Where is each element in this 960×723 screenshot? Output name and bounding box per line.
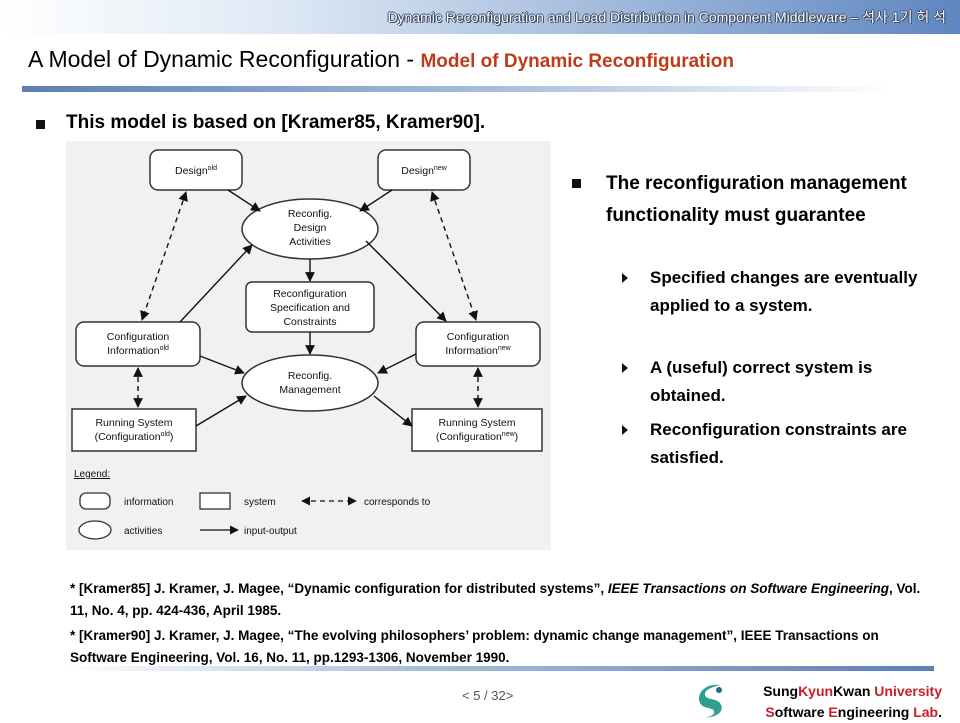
reconfiguration-diagram: Designold Designnew Reconfig. Design Act… [66, 141, 551, 550]
slide-title: A Model of Dynamic Reconfiguration - Mod… [28, 46, 734, 73]
sub-bullet-3: Reconfiguration constraints are satisfie… [622, 416, 950, 472]
sub-bullet-2-text: A (useful) correct system is obtained. [650, 358, 873, 405]
arrow-design-new-to-activities [359, 189, 393, 212]
sub-bullet-3-text: Reconfiguration constraints are satisfie… [650, 420, 907, 467]
design-new-label: Design [401, 165, 434, 177]
running-old-line-2: (Configuration [95, 431, 161, 443]
lab-name: Software Engineering Lab. [765, 704, 942, 720]
ref2-text: * [Kramer90] J. Kramer, J. Magee, “The e… [70, 628, 879, 665]
arrow-design-old-to-activities [227, 189, 261, 212]
page-number: < 5 / 32> [462, 688, 514, 703]
design-activities-line-3: Activities [289, 236, 330, 248]
design-old-sup: old [208, 165, 217, 172]
square-bullet-icon [572, 179, 581, 188]
university-name: SungKyunKwan University [763, 683, 942, 699]
config-new-sup: new [498, 345, 512, 352]
title-separator: - [400, 46, 421, 72]
university-block: SungKyunKwan University Software Enginee… [763, 681, 942, 723]
config-new-node: Configuration Informationnew [415, 321, 541, 367]
svg-text:Designnew: Designnew [401, 165, 447, 177]
running-old-close: ) [170, 431, 174, 443]
sub-bullet-1-text: Specified changes are eventually applied… [650, 268, 918, 315]
legend-information: information [124, 497, 173, 508]
triangle-bullet-icon [622, 273, 628, 283]
legend-system: system [244, 497, 276, 508]
bullet-main: This model is based on [Kramer85, Kramer… [36, 112, 485, 134]
arrow-config-new-to-management [377, 353, 417, 374]
title-subtitle: Model of Dynamic Reconfiguration [420, 51, 735, 72]
dashed-design-old-config-old [140, 191, 188, 321]
arrow-running-old-to-management [195, 395, 247, 427]
running-new-close: ) [515, 431, 519, 443]
bullet-main-text: This model is based on [Kramer85, Kramer… [66, 112, 486, 133]
management-line-2: Management [279, 384, 340, 396]
triangle-bullet-icon [622, 363, 628, 373]
config-old-sup: old [160, 345, 169, 352]
arrow-management-to-running-new [373, 395, 413, 427]
header-bar: Dynamic Reconfiguration and Load Distrib… [0, 0, 960, 34]
bullet-right-text: The reconfiguration management functiona… [606, 173, 907, 226]
svg-text:Designold: Designold [175, 165, 217, 177]
arrow-config-old-to-management [199, 355, 245, 375]
legend-corresponds: corresponds to [364, 497, 431, 508]
bullet-right: The reconfiguration management functiona… [572, 168, 936, 232]
legend-title: Legend: [74, 469, 110, 480]
reference-kramer90: * [Kramer90] J. Kramer, J. Magee, “The e… [70, 625, 930, 669]
design-old-label: Design [175, 165, 208, 177]
running-author: – 석사 1기 허 석 [850, 9, 946, 25]
config-old-node: Configuration Informationold [75, 321, 201, 367]
design-activities-line-1: Reconfig. [288, 208, 332, 220]
running-title: Dynamic Reconfiguration and Load Distrib… [387, 9, 847, 25]
running-new-node: Running System (Configurationnew) [411, 408, 543, 452]
design-activities-node: Reconfig. Design Activities [241, 198, 379, 260]
running-new-sup: new [502, 431, 516, 438]
svg-text:Informationnew: Informationnew [445, 345, 511, 357]
title-main: A Model of Dynamic Reconfiguration [28, 46, 401, 72]
sub-bullet-2: A (useful) correct system is obtained. [622, 354, 950, 410]
design-old-node: Designold [149, 149, 243, 191]
ref1-venue: IEEE Transactions on Software Engineerin… [607, 581, 889, 596]
config-new-line-2: Information [445, 345, 498, 357]
design-new-node: Designnew [377, 149, 471, 191]
spec-constraints-line-2: Specification and [270, 302, 350, 314]
running-header: Dynamic Reconfiguration and Load Distrib… [387, 7, 946, 27]
legend-io: input-output [244, 526, 297, 537]
config-new-line-1: Configuration [447, 331, 510, 343]
running-new-line-1: Running System [438, 417, 515, 429]
management-line-1: Reconfig. [288, 370, 332, 382]
management-node: Reconfig. Management [241, 354, 379, 412]
diagram-legend: Legend: information system corresponds t… [74, 469, 431, 540]
dashed-design-new-config-new [430, 191, 478, 321]
running-old-node: Running System (Configurationold) [71, 408, 197, 452]
arrow-config-old-to-activities [179, 244, 253, 323]
legend-activities: activities [124, 526, 162, 537]
design-new-sup: new [434, 165, 448, 172]
triangle-bullet-icon [622, 425, 628, 435]
spec-constraints-node: Reconfiguration Specification and Constr… [245, 281, 375, 333]
svg-text:(Configurationnew): (Configurationnew) [436, 431, 518, 443]
university-logo-icon [698, 684, 722, 718]
sub-bullet-1: Specified changes are eventually applied… [622, 264, 950, 320]
config-old-line-1: Configuration [107, 331, 170, 343]
svg-text:Informationold: Informationold [107, 345, 169, 357]
running-old-sup: old [161, 431, 170, 438]
running-old-line-1: Running System [95, 417, 172, 429]
spec-constraints-line-1: Reconfiguration [273, 288, 347, 300]
running-new-line-2: (Configuration [436, 431, 502, 443]
design-activities-line-2: Design [294, 222, 327, 234]
ref1-prefix: * [Kramer85] J. Kramer, J. Magee, “Dynam… [70, 581, 608, 596]
ref1-suffix: , Vol. 11, No. 4, pp. 424-436, April 198… [70, 581, 921, 618]
reference-kramer85: * [Kramer85] J. Kramer, J. Magee, “Dynam… [70, 578, 930, 622]
square-bullet-icon [36, 120, 45, 129]
svg-text:(Configurationold): (Configurationold) [95, 431, 174, 443]
config-old-line-2: Information [107, 345, 160, 357]
title-underline [22, 86, 892, 92]
footer-rule [66, 666, 934, 671]
spec-constraints-line-3: Constraints [283, 316, 336, 328]
